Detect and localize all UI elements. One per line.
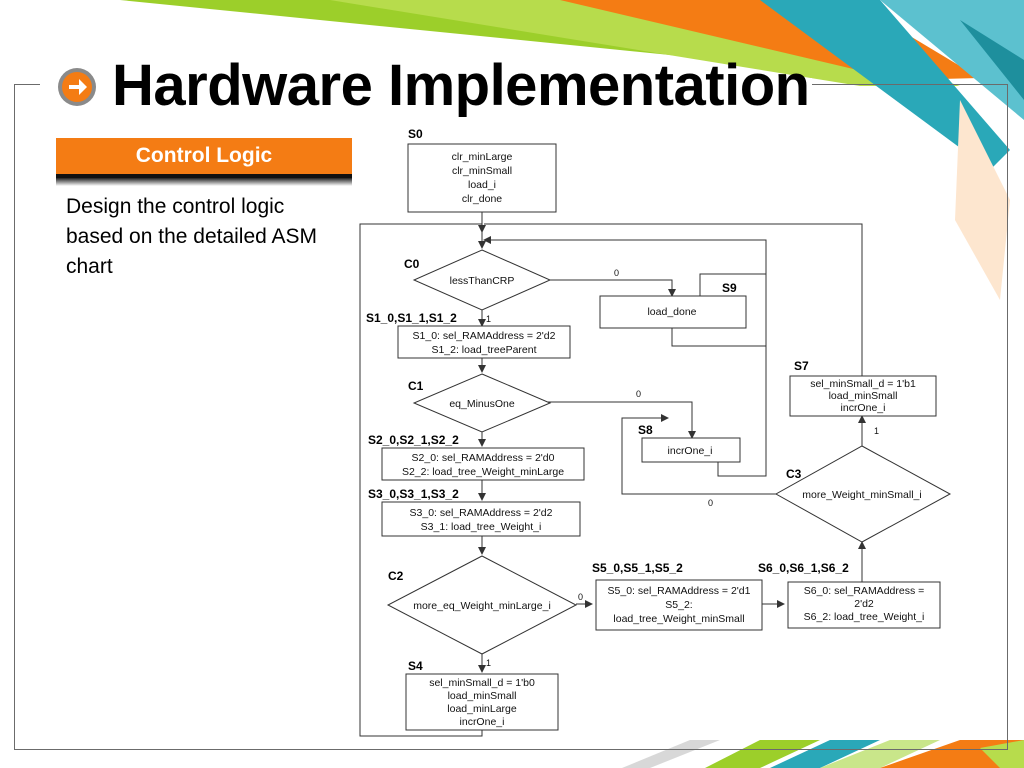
state-s4-label: S4 — [408, 659, 423, 673]
state-s7-label: S7 — [794, 359, 809, 373]
state-s5: S5_0,S5_1,S5_2 S5_0: sel_RAMAddress = 2'… — [592, 561, 763, 631]
decision-c3-label: C3 — [786, 467, 802, 481]
svg-text:incrOne_i: incrOne_i — [668, 445, 713, 457]
decision-c2: C2 more_eq_Weight_minLarge_i 0 1 — [386, 555, 583, 668]
svg-text:sel_minSmall_d = 1'b0: sel_minSmall_d = 1'b0 — [429, 677, 535, 689]
svg-text:S2_2: load_tree_Weight_minLarg: S2_2: load_tree_Weight_minLarge — [402, 466, 564, 478]
svg-text:incrOne_i: incrOne_i — [841, 402, 886, 414]
description-text: Design the control logic based on the de… — [66, 195, 318, 278]
section-label-shadow — [56, 178, 352, 186]
svg-text:1: 1 — [486, 314, 491, 324]
svg-text:load_i: load_i — [468, 179, 496, 191]
svg-text:load_tree_Weight_minSmall: load_tree_Weight_minSmall — [613, 613, 744, 625]
decision-c3: C3 more_Weight_minSmall_i 0 1 — [708, 426, 952, 543]
state-s6-label: S6_0,S6_1,S6_2 — [758, 561, 849, 575]
svg-text:S5_2:: S5_2: — [665, 599, 692, 611]
state-s3-label: S3_0,S3_1,S3_2 — [368, 487, 459, 501]
state-s9: S9 load_done — [599, 281, 747, 329]
state-s0-label: S0 — [408, 127, 423, 141]
svg-text:load_minLarge: load_minLarge — [447, 703, 517, 715]
svg-text:S1_2: load_treeParent: S1_2: load_treeParent — [431, 344, 536, 356]
svg-text:more_eq_Weight_minLarge_i: more_eq_Weight_minLarge_i — [413, 600, 551, 612]
state-s6: S6_0,S6_1,S6_2 S6_0: sel_RAMAddress = 2'… — [758, 561, 941, 629]
svg-text:1: 1 — [874, 426, 879, 436]
svg-text:clr_minSmall: clr_minSmall — [452, 165, 512, 177]
state-s2: S2_0,S2_1,S2_2 S2_0: sel_RAMAddress = 2'… — [368, 433, 585, 481]
svg-text:S6_2: load_tree_Weight_i: S6_2: load_tree_Weight_i — [804, 611, 925, 623]
svg-text:S2_0: sel_RAMAddress = 2'd0: S2_0: sel_RAMAddress = 2'd0 — [412, 452, 555, 464]
svg-text:eq_MinusOne: eq_MinusOne — [449, 398, 515, 410]
svg-text:0: 0 — [636, 389, 641, 399]
decision-c0-label: C0 — [404, 257, 420, 271]
frame-gap — [40, 78, 812, 92]
svg-text:clr_minLarge: clr_minLarge — [452, 151, 513, 163]
svg-text:clr_done: clr_done — [462, 193, 502, 205]
svg-text:load_minSmall: load_minSmall — [829, 390, 898, 402]
svg-text:0: 0 — [708, 498, 713, 508]
svg-text:incrOne_i: incrOne_i — [460, 716, 505, 728]
state-s7: S7 sel_minSmall_d = 1'b1 load_minSmall i… — [789, 359, 937, 417]
svg-text:0: 0 — [614, 268, 619, 278]
state-s3: S3_0,S3_1,S3_2 S3_0: sel_RAMAddress = 2'… — [368, 487, 581, 537]
page-title: Hardware Implementation — [112, 53, 810, 118]
state-s1-label: S1_0,S1_1,S1_2 — [366, 311, 457, 325]
state-s0: S0 clr_minLarge clr_minSmall load_i clr_… — [407, 127, 557, 213]
svg-text:0: 0 — [578, 592, 583, 602]
svg-text:more_Weight_minSmall_i: more_Weight_minSmall_i — [802, 489, 921, 501]
state-s9-label: S9 — [722, 281, 737, 295]
state-s8: S8 incrOne_i — [638, 423, 741, 463]
svg-text:S6_0: sel_RAMAddress =: S6_0: sel_RAMAddress = — [804, 585, 925, 597]
svg-text:S3_0: sel_RAMAddress = 2'd2: S3_0: sel_RAMAddress = 2'd2 — [410, 507, 553, 519]
decision-c0: C0 lessThanCRP 0 1 — [404, 249, 619, 324]
section-label: Control Logic — [56, 138, 352, 178]
svg-text:S5_0: sel_RAMAddress = 2'd1: S5_0: sel_RAMAddress = 2'd1 — [608, 585, 751, 597]
state-s5-label: S5_0,S5_1,S5_2 — [592, 561, 683, 575]
svg-text:lessThanCRP: lessThanCRP — [450, 275, 515, 287]
decision-c1-label: C1 — [408, 379, 424, 393]
decision-c1: C1 eq_MinusOne 0 — [408, 373, 641, 433]
state-s1: S1_0,S1_1,S1_2 S1_0: sel_RAMAddress = 2'… — [366, 311, 571, 359]
svg-text:S3_1: load_tree_Weight_i: S3_1: load_tree_Weight_i — [421, 521, 542, 533]
asm-edges — [359, 212, 866, 737]
decision-c2-label: C2 — [388, 569, 404, 583]
svg-text:sel_minSmall_d = 1'b1: sel_minSmall_d = 1'b1 — [810, 378, 916, 390]
svg-text:S1_0: sel_RAMAddress = 2'd2: S1_0: sel_RAMAddress = 2'd2 — [413, 330, 556, 342]
svg-text:2'd2: 2'd2 — [854, 598, 874, 610]
state-s8-label: S8 — [638, 423, 653, 437]
state-s2-label: S2_0,S2_1,S2_2 — [368, 433, 459, 447]
svg-text:load_done: load_done — [647, 306, 696, 318]
arrow-right-circle-icon — [58, 68, 96, 106]
svg-text:1: 1 — [486, 658, 491, 668]
svg-text:load_minSmall: load_minSmall — [448, 690, 517, 702]
state-s4: S4 sel_minSmall_d = 1'b0 load_minSmall l… — [405, 659, 559, 731]
